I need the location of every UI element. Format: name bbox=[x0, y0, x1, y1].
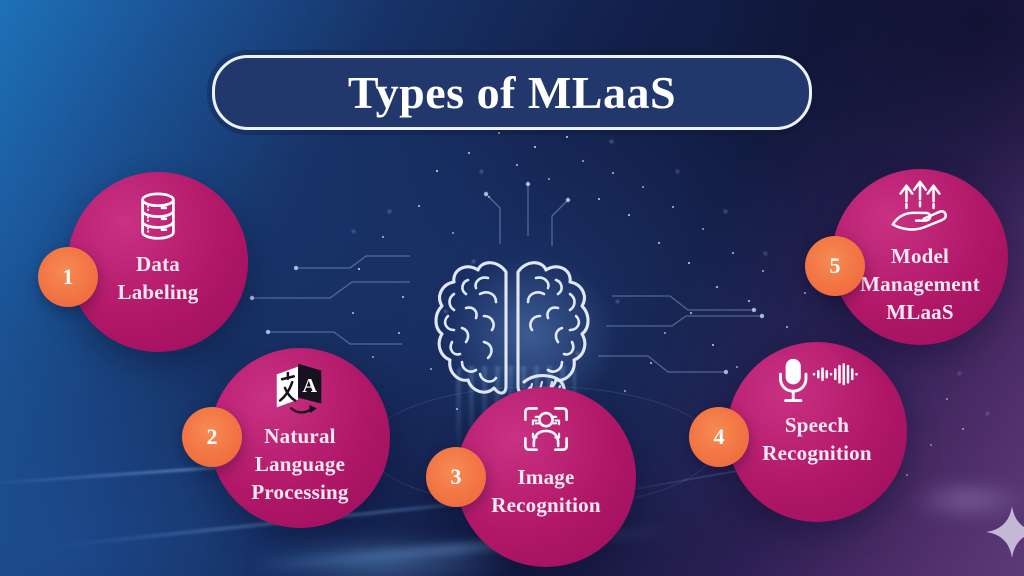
translation-letter: A bbox=[302, 375, 317, 397]
light-blob bbox=[250, 535, 520, 576]
number-badge-3: 3 bbox=[426, 447, 486, 507]
node-data-labeling: Data Labeling bbox=[68, 172, 248, 352]
number-badge-4: 4 bbox=[689, 407, 749, 467]
node-label: Speech Recognition bbox=[762, 413, 872, 465]
node-speech-recognition: Speech Recognition bbox=[727, 342, 907, 522]
number-badge-1: 1 bbox=[38, 247, 98, 307]
title-box: Types of MLaaS bbox=[212, 55, 812, 130]
hand-growth-icon bbox=[891, 180, 947, 231]
number-badge-5: 5 bbox=[805, 236, 865, 296]
number-badge-2: 2 bbox=[182, 407, 242, 467]
node-image-recognition: Image Recognition bbox=[456, 387, 636, 567]
node-label: Natural Language Processing bbox=[251, 424, 349, 504]
node-label: Image Recognition bbox=[491, 465, 601, 517]
face-scan-icon bbox=[524, 407, 568, 451]
node-label: Data Labeling bbox=[117, 252, 199, 304]
sparkle-icon bbox=[986, 506, 1024, 558]
database-icon bbox=[141, 192, 175, 240]
node-label: Model Management MLaaS bbox=[860, 244, 980, 324]
page-title: Types of MLaaS bbox=[347, 67, 677, 118]
translation-icon: A bbox=[276, 363, 322, 414]
microphone-wave-icon bbox=[779, 358, 858, 402]
light-blob bbox=[908, 480, 1024, 520]
